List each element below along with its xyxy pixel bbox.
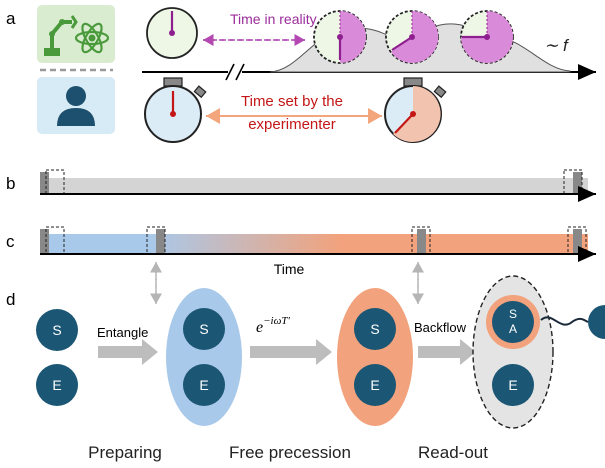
panel-c-gradient-bar	[40, 234, 588, 254]
stage-label-readout: Read-out	[418, 443, 488, 462]
system-node-entangled-label: S	[199, 321, 208, 337]
backflow-label: Backflow	[414, 320, 467, 335]
time-in-reality-label: Time in reality	[230, 11, 317, 27]
stage-label-free-precession: Free precession	[229, 443, 351, 462]
entangle-label: Entangle	[97, 325, 148, 340]
panel-b-letter: b	[6, 174, 15, 193]
reality-clock-start	[146, 7, 198, 59]
human-experimenter-icon	[37, 77, 115, 134]
time-set-label-line1: Time set by the	[241, 93, 343, 110]
panel-c-pulse-1	[40, 226, 65, 255]
panel-c-pulse-3	[411, 226, 431, 255]
stopwatch-start	[144, 77, 207, 143]
environment-node-entangled	[183, 364, 225, 406]
evolution-arrow	[250, 339, 332, 365]
reality-clock-variant-1	[313, 10, 367, 64]
environment-node-precessing	[354, 364, 396, 406]
axis-break-mark	[225, 63, 245, 81]
panel-c-letter: c	[6, 232, 15, 251]
entangle-arrow	[98, 339, 158, 365]
stopwatch-end	[384, 77, 447, 143]
environment-node-entangled-label: E	[199, 377, 208, 393]
distribution-label: ∼ f	[544, 36, 570, 55]
system-ancilla-a-label: A	[509, 322, 517, 336]
reality-clock-variant-3	[460, 10, 514, 64]
detector-icon	[588, 305, 605, 339]
evolution-operator-exponent: −iωT′	[263, 315, 290, 327]
environment-node-readout-label: E	[508, 377, 517, 393]
backflow-arrow	[418, 339, 476, 365]
system-node-initial-label: S	[52, 322, 61, 338]
system-node-initial	[36, 309, 78, 351]
environment-node-initial	[36, 364, 78, 406]
environment-node-readout	[492, 364, 534, 406]
time-set-label-line2: experimenter	[248, 116, 336, 133]
system-node-precessing	[354, 308, 396, 350]
panel-a-letter: a	[6, 9, 16, 28]
panel-c-pulse-4	[567, 226, 587, 255]
panel-b-bar	[40, 178, 588, 194]
environment-node-initial-label: E	[52, 377, 61, 393]
system-ancilla-node	[492, 301, 534, 343]
system-ancilla-s-label: S	[509, 307, 517, 321]
panel-c-pulse-2	[146, 226, 166, 255]
evolution-operator-base: e	[256, 319, 263, 336]
panel-c-axis-label: Time	[274, 261, 305, 277]
panel-d-letter: d	[6, 290, 15, 309]
environment-node-precessing-label: E	[370, 377, 379, 393]
system-node-precessing-label: S	[370, 321, 379, 337]
robot-scientist-icon	[37, 5, 115, 63]
evolution-operator: e−iωT′	[256, 315, 290, 336]
readout-signal-wire	[540, 316, 589, 326]
system-node-entangled	[183, 308, 225, 350]
reality-clock-variant-2	[385, 10, 439, 64]
stage-label-preparing: Preparing	[88, 443, 162, 462]
